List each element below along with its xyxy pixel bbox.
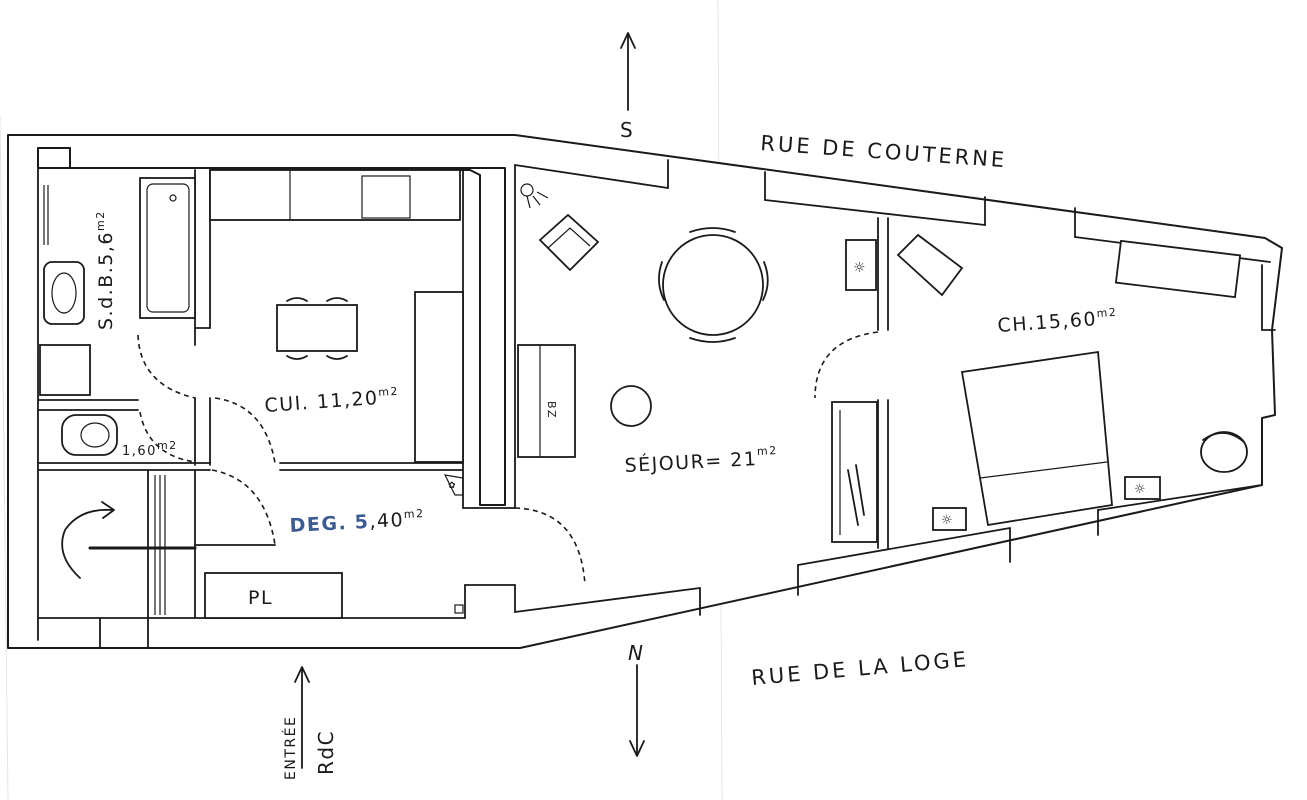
bedroom-armchair bbox=[896, 233, 964, 297]
svg-text:☼: ☼ bbox=[1134, 482, 1147, 497]
street-top-label: RUE DE COUTERNE bbox=[760, 131, 1008, 172]
bedroom-chair bbox=[1200, 431, 1248, 473]
sofa-label: BZ bbox=[545, 401, 558, 419]
bed bbox=[960, 350, 1113, 527]
hallway-area-label: DEG. 5,40m2 bbox=[289, 507, 425, 537]
bathroom-area-label: S.d.B.5,6m2 bbox=[94, 210, 117, 330]
kitchen-area-label: CUI. 11,20m2 bbox=[264, 385, 400, 417]
living-room-furniture: BZ bbox=[517, 183, 769, 458]
closet-label: PL bbox=[248, 587, 273, 609]
door-living bbox=[514, 507, 586, 586]
kitchen-furniture: ✿ bbox=[209, 169, 464, 496]
round-table bbox=[662, 234, 764, 336]
door-hall bbox=[211, 469, 276, 546]
bedroom-area-label: CH.15,60m2 bbox=[997, 306, 1119, 337]
svg-text:✿: ✿ bbox=[448, 481, 457, 491]
door-wc bbox=[139, 411, 196, 463]
stair-arrow bbox=[61, 508, 113, 579]
wardrobe bbox=[831, 401, 878, 543]
paper-fold-left bbox=[0, 114, 9, 800]
nightstand-lamp-top bbox=[845, 239, 877, 291]
bathroom-fixtures bbox=[39, 177, 196, 456]
stairs bbox=[61, 475, 197, 615]
compass-north-label: N bbox=[628, 641, 644, 665]
kitchen-table bbox=[276, 304, 358, 352]
compass-south-label: S bbox=[620, 118, 634, 142]
fridge-unit bbox=[414, 291, 464, 463]
door-bathroom bbox=[137, 334, 196, 399]
kitchen-counter bbox=[209, 169, 461, 221]
bathtub bbox=[139, 177, 196, 319]
svg-text:S.d.B.5,6m2: S.d.B.5,6m2 bbox=[94, 210, 117, 330]
entrance-label: ENTRÉE bbox=[282, 716, 299, 780]
armchair bbox=[538, 213, 600, 272]
living-area-label: SÉJOUR= 21m2 bbox=[624, 444, 779, 477]
sofa bbox=[517, 344, 576, 458]
door-kitchen bbox=[214, 397, 276, 464]
nightstand-left bbox=[932, 507, 967, 531]
doors bbox=[137, 331, 879, 586]
bedroom-dresser bbox=[1114, 239, 1242, 299]
wc-area-label: 1,60m2 bbox=[122, 439, 178, 459]
compass bbox=[294, 32, 645, 769]
nightstand-right bbox=[1124, 476, 1161, 500]
street-bottom-label: RUE DE LA LOGE bbox=[750, 647, 970, 690]
closet bbox=[204, 572, 343, 619]
bedroom-furniture: ☼ ☼ ☼ bbox=[831, 233, 1248, 543]
door-bedroom bbox=[814, 331, 879, 399]
pouf bbox=[610, 385, 652, 427]
entrance-level-label: RdC bbox=[314, 730, 338, 775]
svg-text:☼: ☼ bbox=[941, 513, 954, 528]
washbasin bbox=[43, 261, 85, 325]
svg-text:☼: ☼ bbox=[853, 260, 867, 276]
washing-machine bbox=[39, 344, 91, 396]
